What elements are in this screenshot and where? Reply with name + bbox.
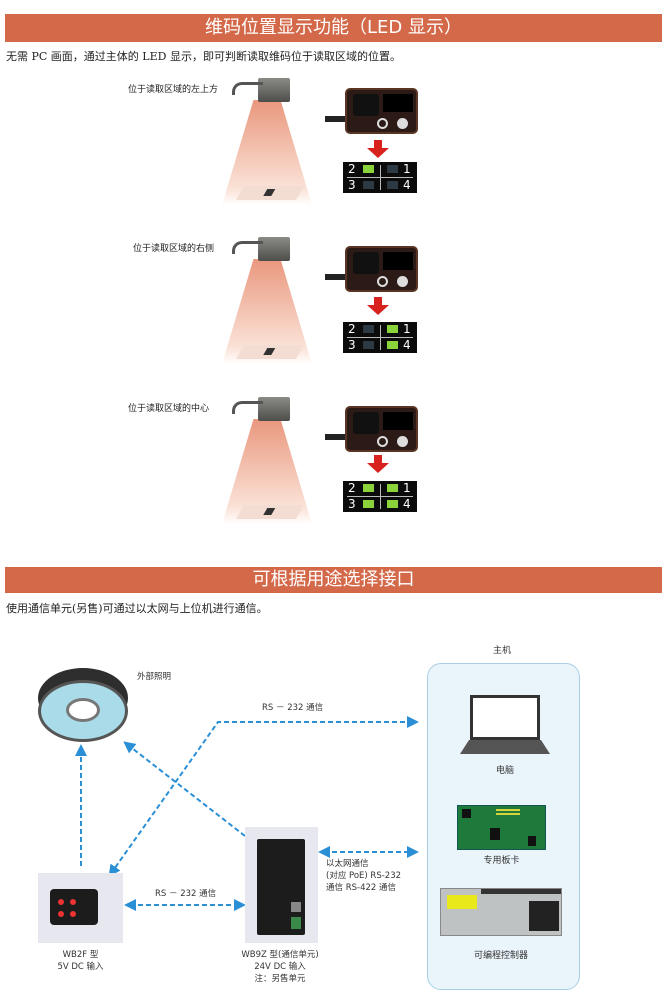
led-q1 bbox=[387, 325, 398, 333]
led-number-3: 3 bbox=[348, 178, 356, 192]
plc-icon bbox=[440, 888, 562, 936]
led-number-2: 2 bbox=[348, 162, 356, 176]
device-cable bbox=[325, 434, 347, 440]
device-cable bbox=[325, 116, 347, 122]
led-panel: 2 1 3 4 bbox=[343, 162, 417, 193]
led-number-4: 4 bbox=[403, 178, 411, 192]
led-q4 bbox=[387, 341, 398, 349]
led-number-4: 4 bbox=[403, 497, 411, 511]
led-q4 bbox=[387, 500, 398, 508]
led-number-2: 2 bbox=[348, 481, 356, 495]
ring-light-label: 外部照明 bbox=[137, 672, 172, 682]
laptop-keyboard-icon bbox=[460, 740, 550, 754]
laptop-icon bbox=[470, 695, 540, 740]
host-item-plc: 可编程控制器 bbox=[473, 951, 528, 961]
rs232-bottom-label: RS － 232 通信 bbox=[155, 889, 217, 899]
wb2f-reader-image bbox=[38, 873, 123, 943]
led-number-1: 1 bbox=[403, 322, 411, 336]
led-q4 bbox=[387, 181, 398, 189]
led-number-3: 3 bbox=[348, 338, 356, 352]
host-item-pc: 电脑 bbox=[495, 766, 514, 776]
wb9z-unit-image bbox=[245, 827, 318, 943]
led-q2 bbox=[363, 484, 374, 492]
reader-device-image bbox=[345, 406, 418, 452]
led-panel: 2 1 3 4 bbox=[343, 322, 417, 353]
led-q3 bbox=[363, 500, 374, 508]
reader-camera-icon bbox=[232, 397, 290, 421]
led-number-2: 2 bbox=[348, 322, 356, 336]
scene-caption: 位于读取区域的右侧 bbox=[133, 244, 215, 254]
led-number-4: 4 bbox=[403, 338, 411, 352]
section-banner-interface: 可根据用途选择接口 bbox=[5, 567, 662, 593]
pcb-card-icon bbox=[457, 805, 546, 850]
device-cable bbox=[325, 274, 347, 280]
led-q1 bbox=[387, 484, 398, 492]
scene-caption: 位于读取区域的左上方 bbox=[128, 85, 219, 95]
led-number-3: 3 bbox=[348, 497, 356, 511]
down-arrow-icon bbox=[367, 455, 389, 473]
down-arrow-icon bbox=[367, 140, 389, 158]
reader-device-image bbox=[345, 88, 418, 134]
led-panel: 2 1 3 4 bbox=[343, 481, 417, 512]
down-arrow-icon bbox=[367, 297, 389, 315]
reader-camera-icon bbox=[232, 78, 290, 102]
scene-caption: 位于读取区域的中心 bbox=[128, 404, 210, 414]
led-number-1: 1 bbox=[403, 481, 411, 495]
arrow-wb9z-to-light bbox=[123, 741, 246, 837]
section-banner-led: 维码位置显示功能（LED 显示） bbox=[5, 14, 662, 42]
reader-device-image bbox=[345, 246, 418, 292]
led-number-1: 1 bbox=[403, 162, 411, 176]
led-q3 bbox=[363, 181, 374, 189]
host-title: 主机 bbox=[493, 646, 512, 656]
led-q1 bbox=[387, 165, 398, 173]
ring-light-image bbox=[38, 668, 128, 746]
section-description: 无需 PC 画面，通过主体的 LED 显示，即可判断读取维码位于读取区域的位置。 bbox=[6, 50, 401, 63]
section-description-2: 使用通信单元(另售)可通过以太网与上位机进行通信。 bbox=[6, 602, 268, 615]
arrow-host-wb2f bbox=[108, 716, 419, 877]
host-item-board: 专用板卡 bbox=[483, 856, 520, 866]
reader-camera-icon bbox=[232, 237, 290, 261]
wb9z-label: WB9Z 型(通信单元)24V DC 输入注：另售单元 bbox=[241, 950, 319, 984]
led-q2 bbox=[363, 325, 374, 333]
led-q3 bbox=[363, 341, 374, 349]
led-q2 bbox=[363, 165, 374, 173]
rs232-top-label: RS － 232 通信 bbox=[262, 703, 324, 713]
